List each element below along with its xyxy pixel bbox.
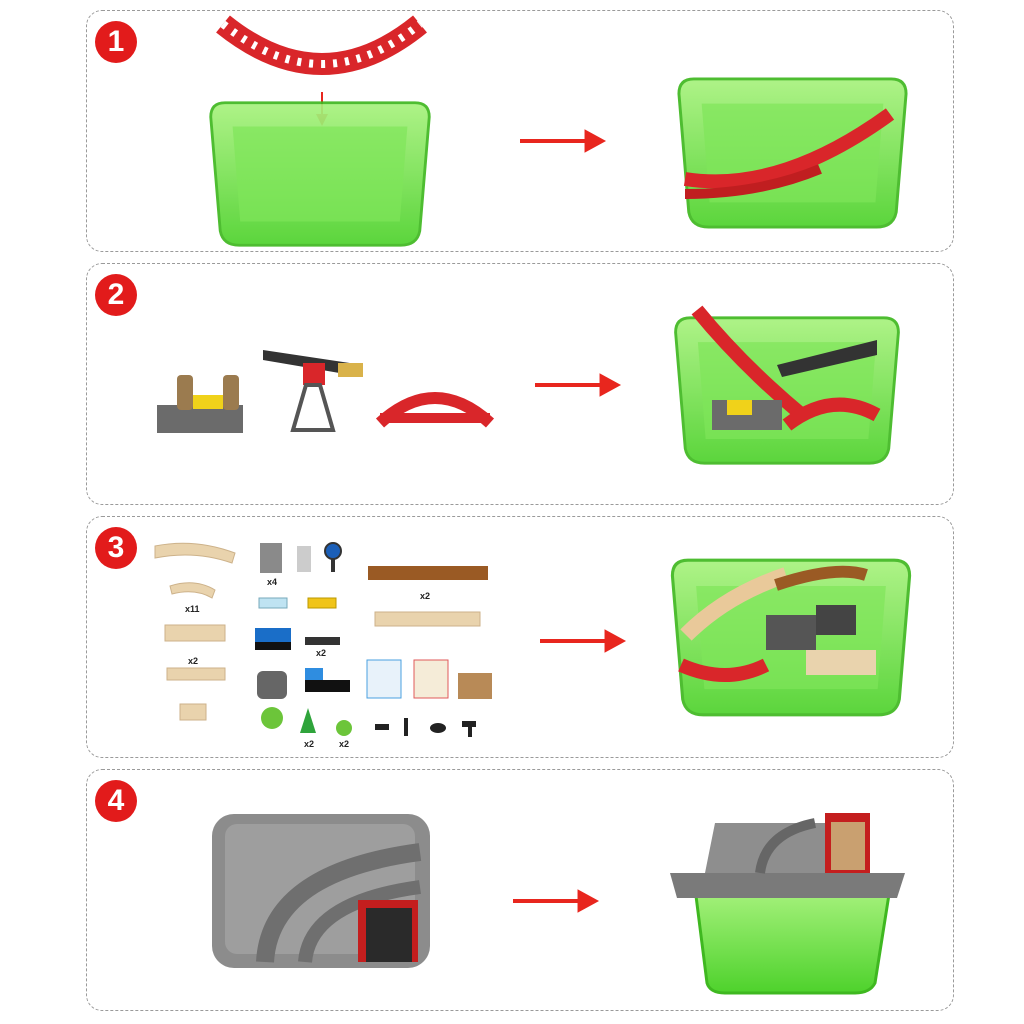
tub-with-red-track-image [670,74,915,232]
step-1-panel: 1 [86,10,954,252]
quantity-label: x4 [267,577,278,587]
step-3-panel: 3 [86,516,954,758]
right-arrow-icon [513,886,601,916]
right-arrow-icon [520,126,608,156]
quantity-label: x2 [420,591,431,601]
curved-red-track-image [216,15,427,75]
quantity-label: x11 [185,604,200,614]
right-arrow-icon [535,370,623,400]
empty-green-tub-image [200,98,440,250]
step-4-panel: 4 [86,769,954,1011]
quantity-label: x2 [316,648,327,658]
lid-top-view-image [212,814,430,968]
station-platform-image [157,375,243,433]
red-bridge-image [375,392,495,428]
quantity-label: x2 [339,739,350,749]
quantity-label: x2 [304,739,315,749]
crane-image [263,350,363,432]
step-badge: 3 [95,527,137,569]
closed-tub-with-lid-image [670,813,905,995]
tub-with-crane-and-bridge-image [674,305,900,465]
step-badge: 1 [95,21,137,63]
right-arrow-icon [540,626,628,656]
step-badge: 2 [95,274,137,316]
step-2-panel: 2 [86,263,954,505]
parts-list-image [154,542,492,737]
quantity-label: x2 [188,656,199,666]
tub-with-all-parts-image [666,555,916,720]
step-badge: 4 [95,780,137,822]
